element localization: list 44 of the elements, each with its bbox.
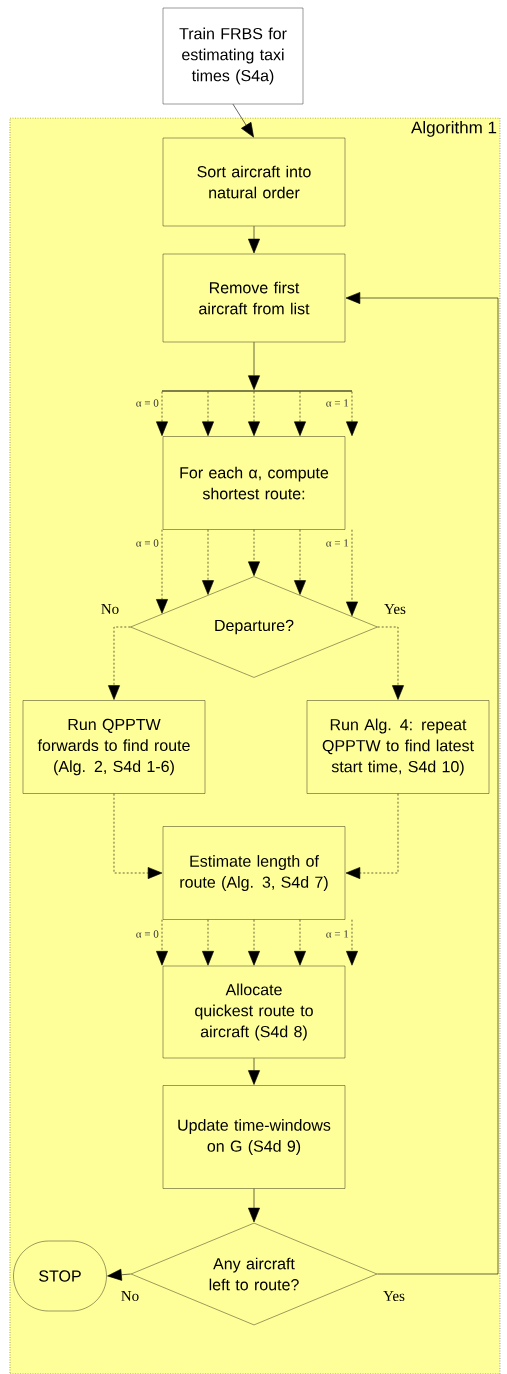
process-box: Sort aircraft into natural order — [162, 137, 346, 227]
arrow — [345, 292, 499, 1275]
arrow — [107, 1268, 132, 1281]
arrow — [346, 391, 358, 436]
arrow — [248, 225, 260, 254]
process-box: Update time-windows on G (S4d 9) — [162, 1085, 346, 1189]
arrow — [346, 529, 358, 617]
edge-label: Yes — [383, 603, 407, 615]
edge-label: Yes — [382, 1290, 406, 1302]
edge-label: No — [99, 603, 121, 615]
arrow — [202, 391, 214, 436]
arrow — [248, 391, 260, 436]
arrow — [294, 529, 306, 595]
arrow — [156, 529, 168, 614]
arrow — [377, 626, 404, 700]
arrow — [294, 391, 306, 436]
edge-label: α = 0 — [134, 538, 160, 548]
process-box: Run QPPTW forwards to find route (Alg. 2, S4d 1-6) — [22, 700, 206, 794]
edge-label: α = 1 — [324, 538, 350, 548]
process-box: Allocate quickest route to aircraft (S4d 8) — [162, 965, 346, 1059]
arrow — [248, 341, 260, 390]
process-box: Run Alg. 4: repeat QPPTW to find latest start time, S4d 10) — [306, 700, 490, 794]
arrow — [248, 1057, 260, 1085]
arrow — [202, 529, 214, 595]
edge-label: α = 1 — [324, 398, 350, 408]
arrow — [345, 793, 399, 879]
process-box: Remove first aircraft from list — [162, 253, 346, 343]
edge-label: α = 0 — [134, 398, 160, 408]
arrow — [346, 919, 358, 966]
arrow — [232, 103, 254, 138]
arrow — [248, 529, 260, 576]
arrow — [248, 1188, 260, 1223]
arrow — [156, 391, 168, 436]
edge-label: α = 0 — [134, 929, 160, 939]
arrow — [108, 626, 131, 700]
process-box: Train FRBS for estimating taxi times (S4a) — [162, 7, 304, 105]
arrow — [294, 919, 306, 966]
process-box: For each α, compute shortest route: — [162, 436, 346, 530]
arrow — [248, 919, 260, 966]
process-box: Estimate length of route (Alg. 3, S4d 7) — [162, 826, 346, 920]
arrow — [202, 919, 214, 966]
arrow — [156, 919, 168, 966]
arrow — [113, 793, 163, 879]
edge-label: α = 1 — [324, 929, 350, 939]
